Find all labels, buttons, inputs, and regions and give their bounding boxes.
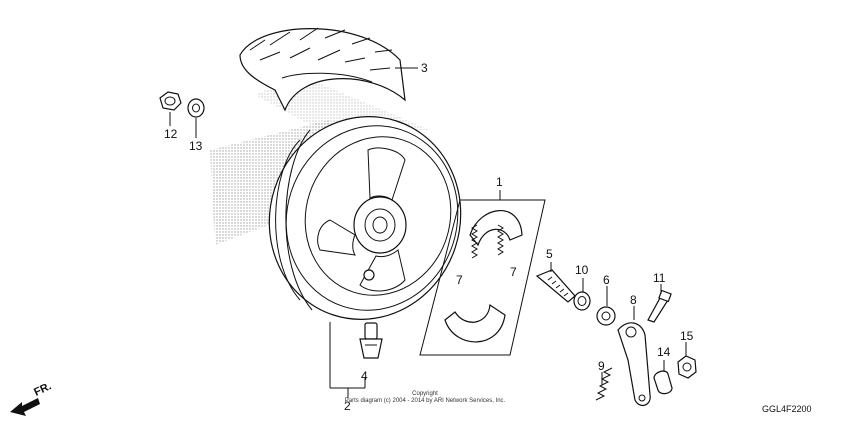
callout-2: 2 [344, 399, 351, 413]
callout-8: 8 [630, 293, 637, 307]
callout-3: 3 [421, 61, 428, 75]
nut-15 [677, 355, 697, 379]
brake-shoe-box [419, 199, 546, 356]
callout-4: 4 [361, 369, 368, 383]
seal-10 [573, 291, 591, 311]
diagram-code: GGL4F2200 [762, 404, 812, 414]
front-arrow: FR. [10, 380, 53, 416]
callout-7b: 7 [510, 265, 517, 279]
pin-14 [653, 370, 673, 395]
front-label: FR. [32, 380, 53, 398]
callout-1: 1 [496, 175, 503, 189]
brake-cam-5 [535, 269, 576, 303]
wheel-rim [268, 116, 462, 320]
copyright-line-1: Copyright [412, 391, 438, 397]
callout-14: 14 [657, 345, 671, 359]
callout-7a: 7 [456, 273, 463, 287]
callout-9: 9 [598, 359, 605, 373]
callout-6: 6 [603, 273, 610, 287]
callouts: 3 12 13 1 7 7 5 10 6 11 8 15 14 9 4 2 [164, 61, 694, 413]
callout-5: 5 [546, 247, 553, 261]
copyright-line-2: Parts diagram (c) 2004 - 2014 by ARI Net… [345, 398, 506, 404]
front-arrow-icon [10, 398, 40, 416]
valve-4 [359, 322, 383, 359]
callout-13: 13 [189, 139, 203, 153]
callout-15: 15 [680, 329, 694, 343]
washer-13 [187, 98, 205, 118]
bolt-11 [647, 289, 672, 323]
brake-arm-8 [617, 322, 651, 407]
callout-10: 10 [575, 263, 589, 277]
leader-lines [169, 67, 687, 398]
callout-11: 11 [653, 271, 666, 285]
tire [239, 27, 406, 112]
nut-12 [159, 91, 182, 111]
indicator-6 [596, 306, 616, 326]
callout-12: 12 [164, 127, 178, 141]
spring-9 [595, 367, 613, 401]
